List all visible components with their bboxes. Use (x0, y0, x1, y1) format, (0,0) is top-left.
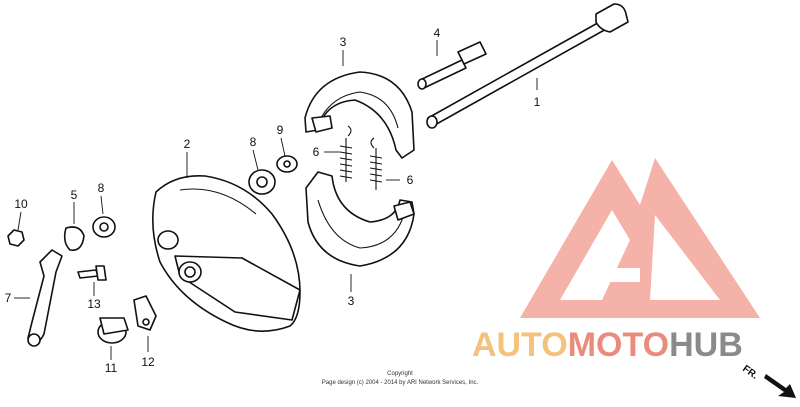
brake-panel (152, 175, 301, 332)
stopper (133, 295, 157, 331)
callout-stopper: 12 (141, 355, 155, 369)
callout-shoe-upper: 3 (340, 35, 347, 49)
watermark-auto: AUTO (472, 326, 568, 364)
callout-collar: 11 (105, 361, 118, 375)
brake-arm (27, 249, 63, 347)
watermark-moto: MOTO (568, 326, 669, 364)
callout-nut-small: 10 (14, 197, 28, 211)
watermark-logo (520, 158, 760, 318)
spring-lower (369, 137, 383, 190)
nut-small (7, 229, 25, 247)
callout-bolt: 13 (87, 297, 101, 311)
callout-axle: 1 (534, 95, 541, 109)
callout-brake-panel: 2 (184, 137, 191, 151)
callout-seal-left: 8 (98, 181, 105, 195)
seal-right (248, 169, 276, 195)
callout-seal-right: 8 (250, 135, 257, 149)
brake-cam (417, 41, 487, 90)
callout-spring-lower: 6 (407, 173, 414, 187)
leader-lines (14, 40, 538, 360)
callout-spring-upper: 6 (313, 145, 320, 159)
collar (97, 317, 129, 344)
front-direction-indicator: FR. (740, 363, 796, 398)
copyright-line1: Copyright (387, 371, 413, 377)
callout-washer: 9 (277, 123, 284, 137)
watermark-hub: HUB (669, 326, 743, 364)
brake-shoe-upper (304, 71, 415, 159)
seal-left (92, 216, 116, 238)
seal-small (63, 226, 85, 252)
arrow-icon (764, 374, 796, 398)
washer (276, 155, 298, 173)
copyright-line2: Page design (c) 2004 - 2014 by ARI Netwo… (322, 380, 479, 386)
front-direction-label: FR. (740, 363, 760, 381)
watermark-text: AUTOMOTOHUB (472, 326, 743, 364)
callout-shoe-lower: 3 (348, 294, 355, 308)
axle (426, 3, 629, 129)
callout-cam: 4 (434, 26, 441, 40)
bolt (77, 265, 107, 281)
spring-upper (339, 125, 353, 182)
callout-arm: 7 (5, 291, 12, 305)
brake-shoe-lower (305, 171, 415, 267)
callout-seal-small: 5 (71, 188, 78, 202)
